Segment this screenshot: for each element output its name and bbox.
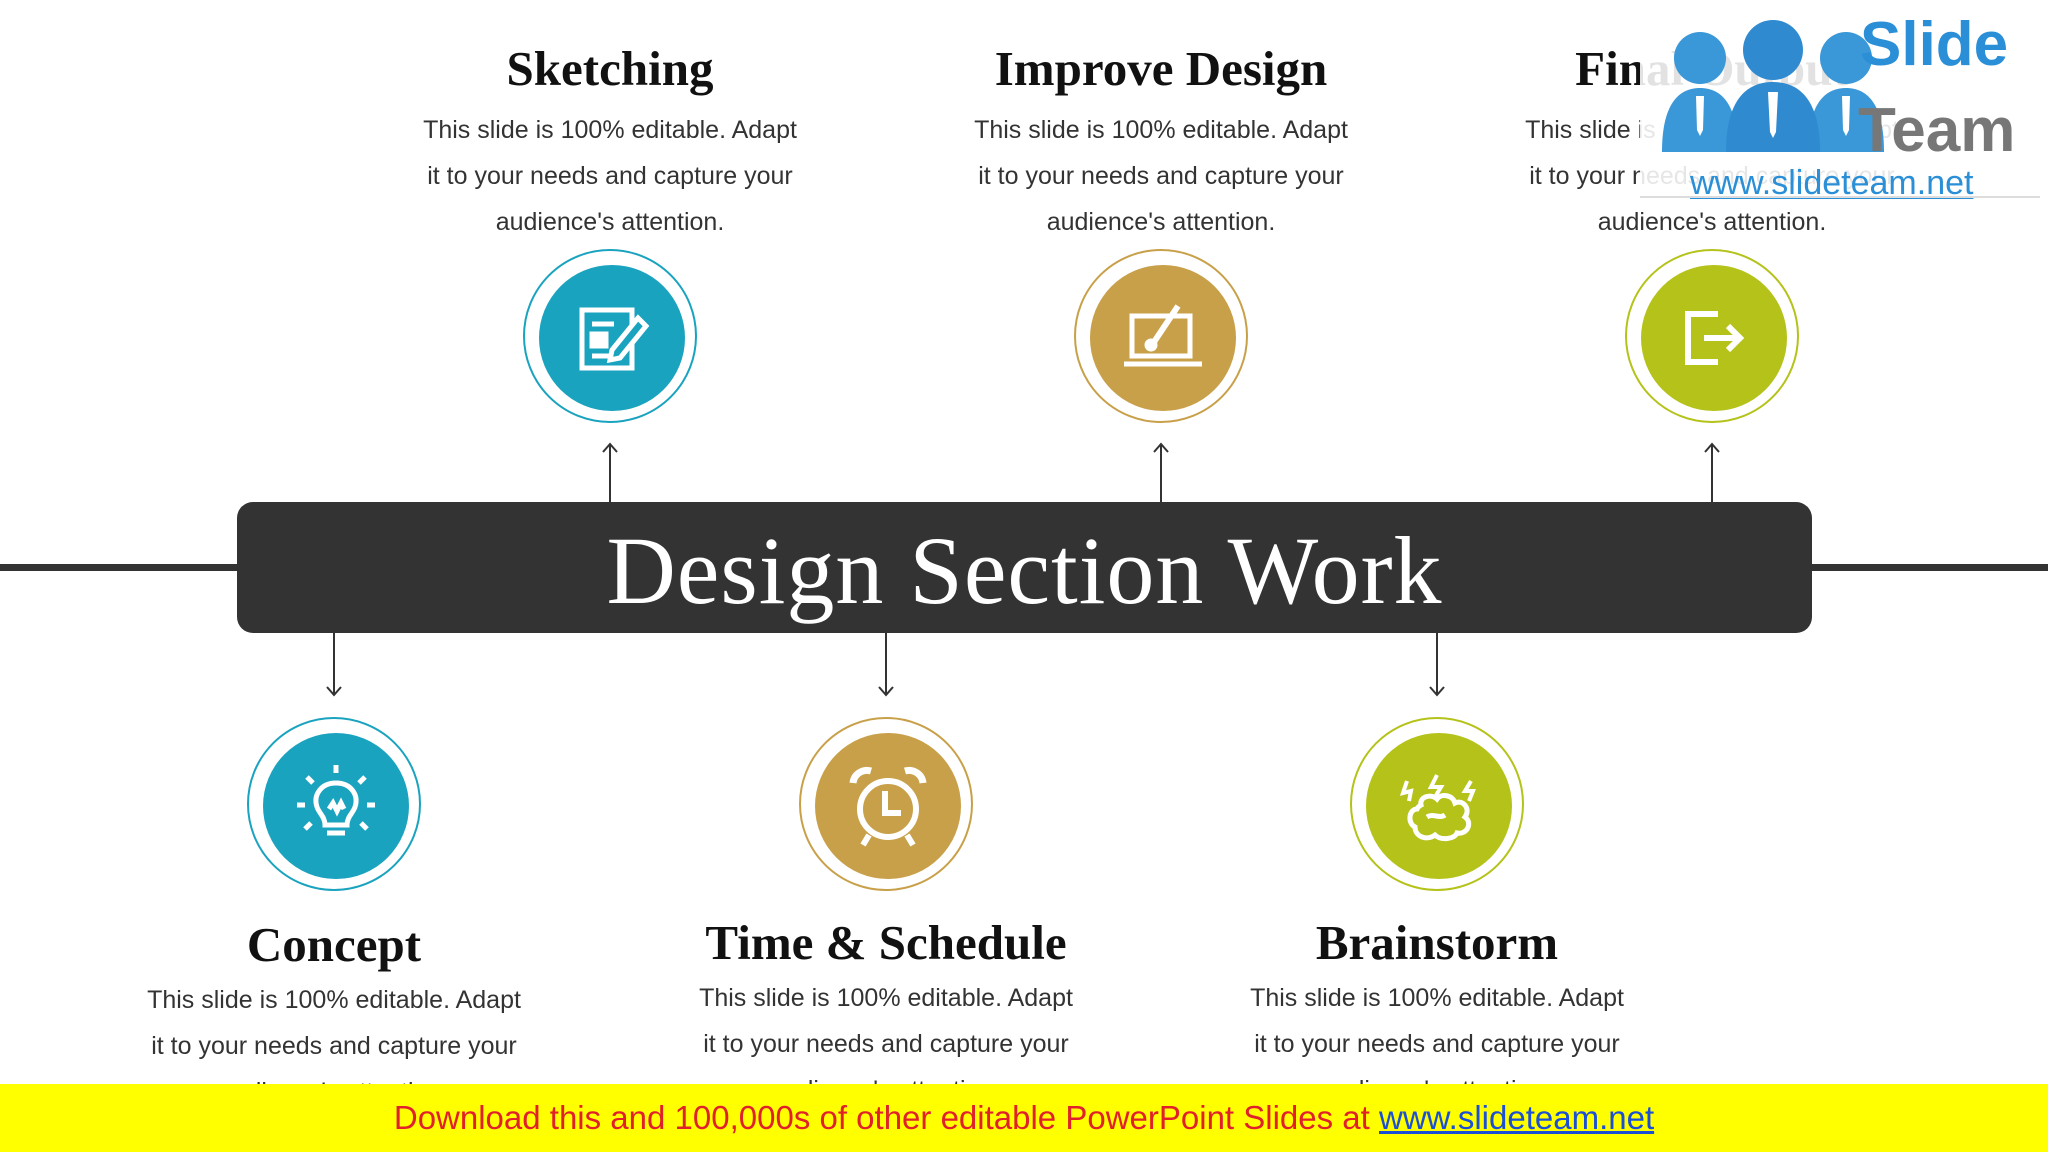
people-logo-icon bbox=[1662, 20, 1884, 152]
logo-url-link[interactable]: www.slideteam.net bbox=[1690, 164, 1974, 202]
arrow-down bbox=[326, 633, 342, 697]
alarm-clock-icon bbox=[849, 766, 927, 847]
logo-word-team: Team bbox=[1858, 96, 2016, 165]
download-footer: Download this and 100,000s of other edit… bbox=[0, 1084, 2048, 1152]
arrow-up bbox=[602, 442, 618, 504]
step-heading: Time & Schedule bbox=[705, 915, 1067, 970]
footer-text: Download this and 100,000s of other edit… bbox=[393, 1099, 1370, 1136]
slideteam-logo[interactable]: Slide Team www.slideteam.net bbox=[1640, 0, 2048, 202]
concept-badge bbox=[247, 717, 421, 891]
laptop-brush-icon bbox=[1124, 304, 1202, 367]
brainstorm-badge bbox=[1350, 717, 1524, 891]
lightbulb-icon bbox=[297, 765, 375, 836]
arrow-down bbox=[878, 633, 894, 697]
step-heading: Brainstorm bbox=[1315, 915, 1559, 970]
sketching-badge bbox=[523, 249, 697, 423]
arrow-up bbox=[1153, 442, 1169, 504]
step-heading: Concept bbox=[246, 917, 422, 972]
timeline-line-left bbox=[0, 564, 240, 571]
step-heading: Sketching bbox=[506, 41, 714, 96]
title-banner: Design Section Work bbox=[237, 502, 1812, 633]
timeline-line-right bbox=[1810, 564, 2048, 571]
exit-arrow-icon bbox=[1685, 311, 1745, 365]
improve-design-badge bbox=[1074, 249, 1248, 423]
logo-divider bbox=[1640, 196, 2040, 198]
step-improve-design: Improve Design This slide is 100% editab… bbox=[951, 44, 1371, 245]
arrow-down bbox=[1429, 633, 1445, 697]
step-heading: Improve Design bbox=[994, 41, 1328, 96]
final-output-badge bbox=[1625, 249, 1799, 423]
brain-icon bbox=[1399, 774, 1476, 842]
logo-word-slide: Slide bbox=[1860, 10, 2009, 79]
footer-link[interactable]: www.slideteam.net bbox=[1379, 1099, 1655, 1136]
arrow-up bbox=[1704, 442, 1720, 504]
slide-title: Design Section Work bbox=[606, 516, 1443, 624]
step-sketching: Sketching This slide is 100% editable. A… bbox=[400, 44, 820, 245]
time-schedule-badge bbox=[799, 717, 973, 891]
edit-document-icon bbox=[579, 307, 650, 371]
